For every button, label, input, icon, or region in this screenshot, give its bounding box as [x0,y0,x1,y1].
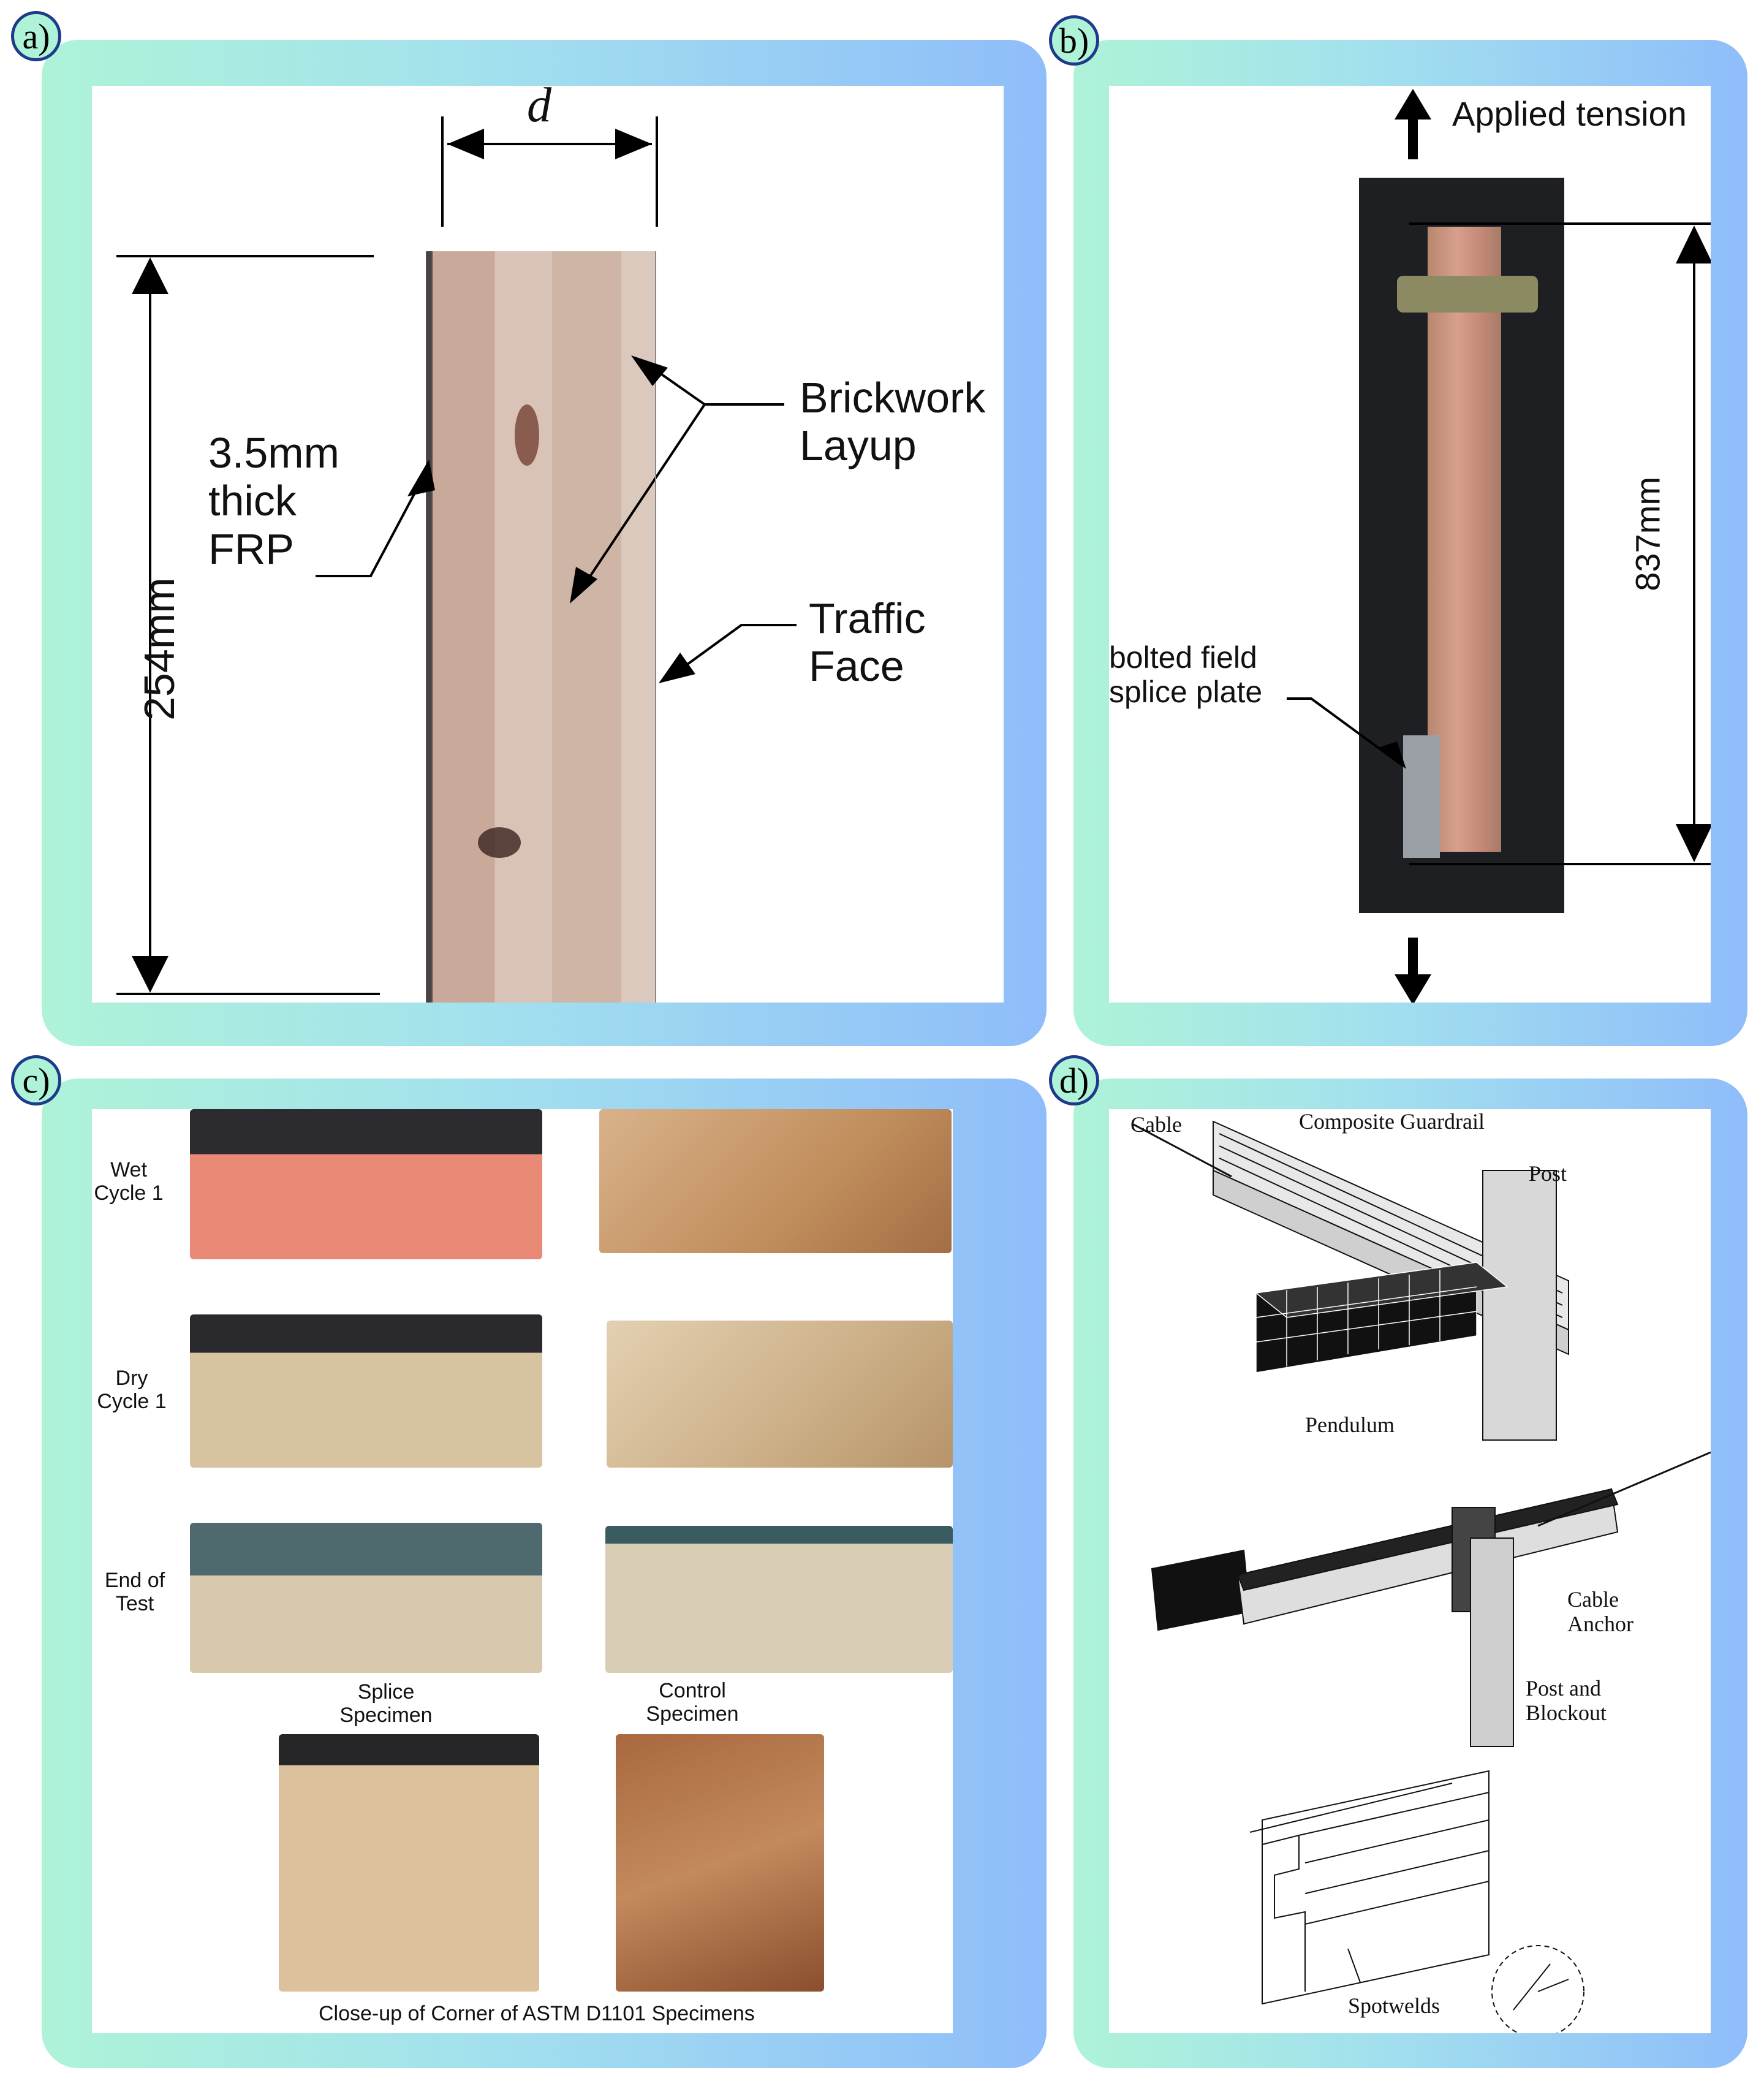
closeup-caption: Close-up of Corner of ASTM D1101 Specime… [319,2002,755,2025]
dry-splice-photo [190,1314,542,1468]
guardrail-mesh-drawings [1133,1120,1711,2033]
post-blockout-label: Post and Blockout [1526,1676,1607,1726]
specimen-knot-lower [478,827,521,858]
panel-d-canvas: Cable Composite Guardrail Post Pendulum … [1109,1109,1711,2033]
row-label-end: End of Test [104,1569,165,1616]
frp-thickness-label: 3.5mm thick FRP [208,429,339,573]
pendulum-label: Pendulum [1305,1412,1395,1437]
column-label-control: Control Specimen [646,1679,739,1726]
dimension-d-label: d [527,86,551,132]
badge-c: c) [11,1055,61,1105]
panel-a-canvas: d 3.5mm thick FRP Brickwork Layup Traffi… [92,86,1004,1003]
column-label-splice: Splice Specimen [339,1680,433,1727]
end-control-photo [605,1526,953,1673]
cable-label: Cable [1130,1112,1182,1137]
dry-control-photo [607,1321,953,1468]
end-splice-photo [190,1523,542,1673]
traffic-face-label: Traffic Face [809,594,926,691]
row-label-wet: Wet Cycle 1 [94,1158,164,1205]
composite-guardrail-label: Composite Guardrail [1299,1109,1485,1134]
specimen-length-label: 837mm [1628,477,1667,591]
panel-b-canvas: Applied tension 837mm bolted field splic… [1109,86,1711,1003]
guardrail-mesh-middle [1151,1451,1711,1747]
brickwork-layup-label: Brickwork Layup [800,374,986,470]
grip-strap [1397,276,1538,313]
spotweld-detail [1249,1770,1584,2033]
badge-b: b) [1049,15,1099,66]
badge-d: d) [1049,1055,1099,1105]
control-closeup-photo [616,1734,824,1992]
specimen-knot [515,404,539,466]
splice-closeup-photo [279,1734,539,1992]
panel-c-canvas: Wet Cycle 1 Dry Cycle 1 End of Test Spli… [92,1109,953,2033]
pendulum-mesh [1255,1262,1508,1373]
wet-control-photo [599,1109,952,1253]
specimen-bar [1428,227,1501,852]
frp-specimen-photo [426,251,656,1003]
cable-anchor-label: Cable Anchor [1567,1587,1633,1637]
panel-a-annotations [116,116,797,1003]
splice-plate [1403,735,1440,858]
spotwelds-label: Spotwelds [1348,1993,1440,2018]
post-label: Post [1529,1161,1567,1186]
badge-a: a) [11,11,61,61]
specimen-height-label: 254mm [135,577,183,721]
wet-splice-photo [190,1109,542,1259]
applied-tension-label: Applied tension [1452,94,1687,133]
splice-plate-label: bolted field splice plate [1109,640,1263,709]
panel-b-annotations [1287,89,1711,1003]
row-label-dry: Dry Cycle 1 [97,1367,167,1414]
